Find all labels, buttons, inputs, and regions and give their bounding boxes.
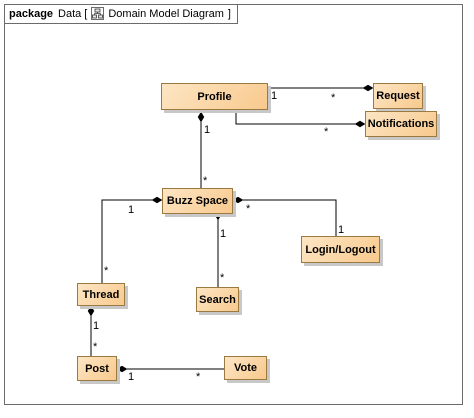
composition-diamond-request (362, 84, 374, 92)
mult-buzz-search-source: 1 (220, 228, 227, 240)
package-frame-tab: package Data [ Domain Model Diagram ] (4, 4, 238, 24)
composition-diamond-buzz-right (232, 196, 244, 204)
mult-profile-request-source: 1 (271, 90, 278, 102)
composition-diamond-buzz-left (151, 196, 163, 204)
class-thread[interactable]: Thread (77, 283, 125, 306)
assoc-buzzspace-thread (101, 199, 152, 283)
package-frame (4, 4, 463, 405)
mult-profile-buzz-source: 1 (204, 124, 211, 136)
diagram-type-label: Domain Model Diagram (108, 7, 224, 20)
mult-post-vote-target: * (196, 371, 201, 383)
mult-buzz-login-source: * (246, 203, 251, 215)
mult-buzz-thread-source: 1 (128, 204, 135, 216)
class-notifications[interactable]: Notifications (365, 111, 437, 137)
package-name: Data (58, 7, 82, 20)
composition-diamond-post (116, 365, 128, 373)
open-bracket: [ (84, 7, 88, 20)
mult-post-vote-source: 1 (128, 371, 135, 383)
mult-thread-post-target: * (93, 341, 98, 353)
mult-thread-post-source: 1 (93, 320, 100, 332)
class-login-logout[interactable]: Login/Logout (301, 236, 380, 263)
close-bracket: ] (227, 7, 231, 20)
assoc-profile-notifications (235, 110, 355, 125)
mult-profile-notifications-target: * (324, 126, 329, 138)
mult-buzz-search-target: * (220, 272, 225, 284)
class-buzz-space[interactable]: Buzz Space (162, 188, 233, 214)
mult-buzz-thread-target: * (104, 265, 109, 277)
mult-profile-request-target: * (331, 92, 336, 104)
mult-buzz-login-target: 1 (338, 224, 345, 236)
composition-diamond-profile (197, 111, 205, 123)
class-search[interactable]: Search (196, 287, 239, 312)
class-request[interactable]: Request (373, 83, 423, 109)
class-diagram-icon (91, 7, 105, 20)
assoc-buzzspace-login (243, 199, 337, 236)
composition-diamond-thread (87, 305, 95, 317)
package-keyword: package (9, 7, 54, 20)
class-profile[interactable]: Profile (161, 83, 268, 110)
class-post[interactable]: Post (77, 356, 117, 381)
class-vote[interactable]: Vote (224, 356, 267, 380)
composition-diamond-notifications (354, 120, 366, 128)
mult-profile-buzz-target: * (203, 175, 208, 187)
